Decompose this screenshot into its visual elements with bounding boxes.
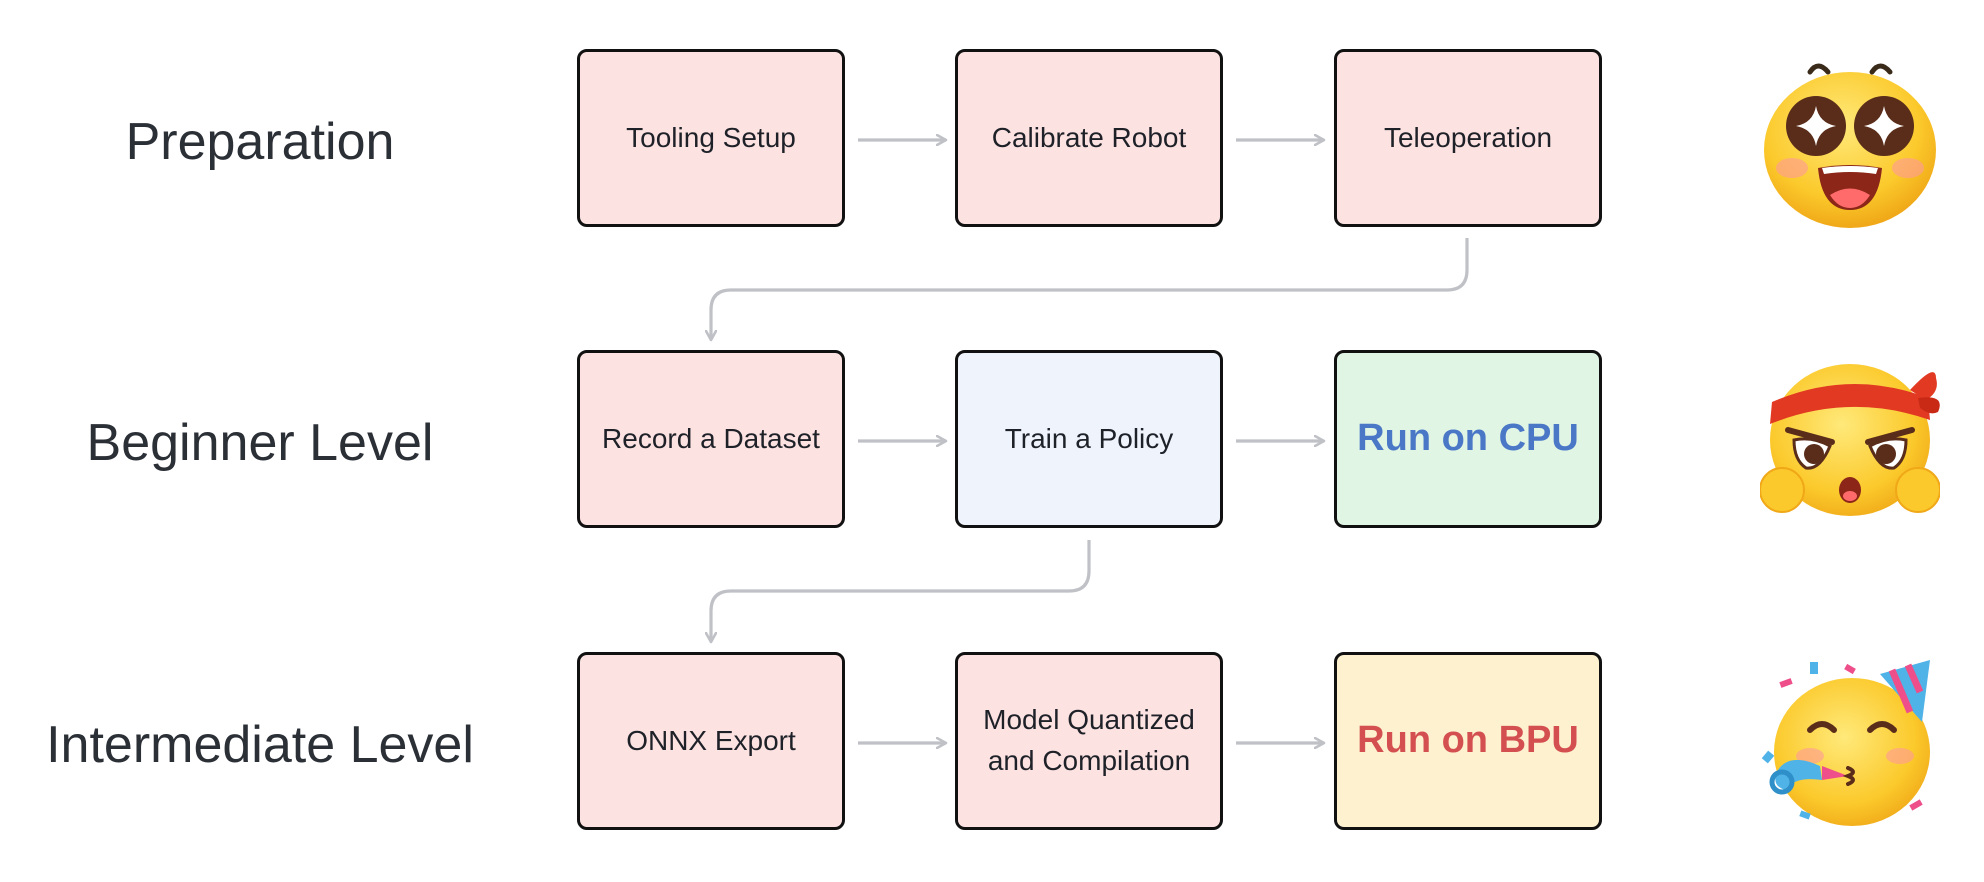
step-calibrate-robot: Calibrate Robot [955,49,1223,227]
step-label: Model Quantized and Compilation [983,704,1195,776]
step-label: ONNX Export [626,724,796,756]
step-label: Run on BPU [1357,719,1579,762]
step-run-on-cpu: Run on CPU [1334,350,1602,528]
step-label: Run on CPU [1357,417,1579,460]
step-model-quantized: Model Quantized and Compilation [955,652,1223,830]
step-label: Train a Policy [1004,422,1174,454]
step-label: Tooling Setup [626,121,796,153]
step-tooling-setup: Tooling Setup [577,49,845,227]
step-onnx-export: ONNX Export [577,652,845,830]
step-train-policy: Train a Policy [955,350,1223,528]
row-label-preparation: Preparation [125,113,395,171]
row-label-beginner: Beginner Level [86,414,434,472]
star-struck-emoji-icon [1764,63,1936,228]
step-run-on-bpu: Run on BPU [1334,652,1602,830]
step-label: Record a Dataset [602,422,820,454]
row-label-intermediate: Intermediate Level [46,716,474,774]
step-label: Calibrate Robot [991,121,1187,153]
step-record-dataset: Record a Dataset [577,350,845,528]
party-emoji-icon [1761,660,1930,826]
step-teleoperation: Teleoperation [1334,49,1602,227]
arrow-train-to-onnx [711,540,1091,642]
step-label: Teleoperation [1383,121,1553,153]
arrow-teleop-to-record [711,238,1469,340]
determined-headband-emoji-icon [1760,364,1940,516]
